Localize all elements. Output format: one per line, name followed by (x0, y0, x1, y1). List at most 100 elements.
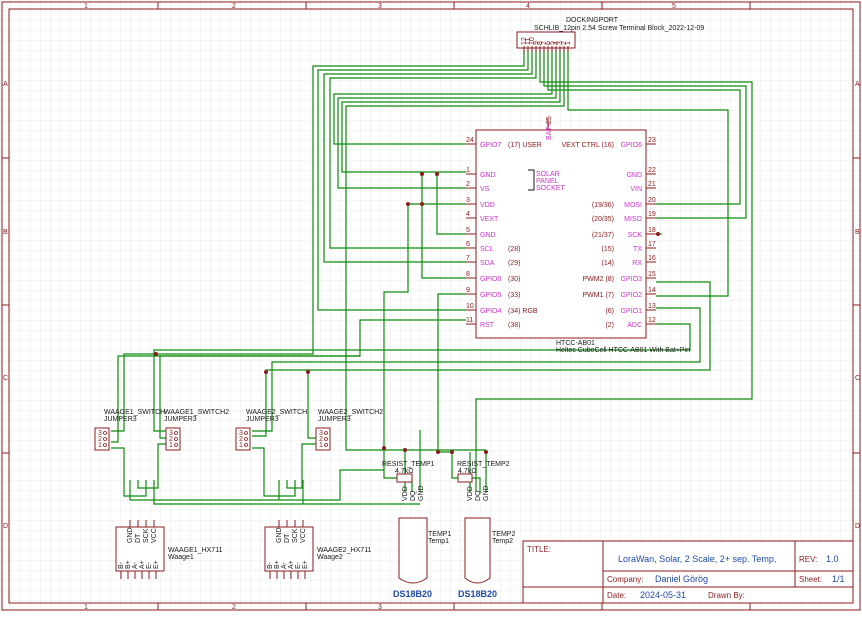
hx711-top-pin-label: SCK (143, 528, 150, 543)
hx711-top-pin-label: VCC (151, 528, 158, 543)
mcu-left-pin-function: (30) (508, 276, 520, 283)
mcu-left-pin-name: GPIO4 (480, 308, 502, 315)
switch-pin-contact (324, 437, 328, 441)
solar-note-line-3: SOCKET (536, 185, 566, 192)
switch-value: JUMPER3 (318, 416, 351, 423)
hx711-value: Waage2 (317, 554, 343, 561)
hx711-top-pin-label: SCK (292, 528, 299, 543)
mcu-left-pin-function: (17) USER (508, 142, 542, 149)
mcu-right-pin-name: TX (633, 246, 642, 253)
mcu-left-pin-name: GND (480, 172, 496, 179)
resistor-temp2-name: RESIST_TEMP2 (457, 461, 510, 468)
switch-pin-number: 2 (239, 436, 243, 443)
switch-name: WAAGE1_SWITCH2 (164, 409, 229, 416)
resistor-temp1[interactable]: RESIST_TEMP1 4.7kΩ (382, 461, 435, 483)
sensor-temp2[interactable]: VDD DQ GND TEMP2 Temp2 DS18B20 (458, 485, 515, 599)
mcu-left-pin-number: 5 (466, 227, 470, 234)
hx711-top-pin-label: DT (284, 533, 291, 543)
mcu-left-pin-name: RST (480, 322, 495, 329)
solar-bracket (528, 169, 535, 191)
mcu-right-pin-name: RX (632, 260, 642, 267)
docking-port-pin-number: 2 (561, 41, 568, 45)
switch-pin-number: 1 (239, 442, 243, 449)
sensor2-pin-gnd: GND (483, 485, 490, 501)
revision-label: REV: (799, 555, 817, 564)
sensor2-part: DS18B20 (458, 589, 497, 599)
column-label-1-bottom: 1 (84, 604, 88, 611)
sheet-value: 1/1 (832, 574, 845, 584)
resistor-temp1-value: 4.7kΩ (395, 468, 413, 475)
switch-pin-number: 3 (169, 430, 173, 437)
mcu-right-pin-function: (6) (605, 308, 614, 315)
hx711-top-pin-label: VCC (300, 528, 307, 543)
mcu-right-pin-number: 22 (648, 167, 656, 174)
hx711-top-pin-label: GND (127, 527, 134, 543)
mcu-right-pin-function: PWM2 (8) (583, 276, 615, 283)
mcu-designator: HTCC-AB01 (556, 340, 595, 347)
switch-pin-contact (174, 437, 178, 441)
switch-pin-contact (244, 431, 248, 435)
column-label-2-bottom: 2 (232, 604, 236, 611)
junction-dots (154, 172, 660, 454)
mcu-left-pin-number: 7 (466, 255, 470, 262)
resistor-temp2-value: 4.7kΩ (458, 468, 476, 475)
mcu-right-pin-number: 14 (648, 287, 656, 294)
row-label-c: C (3, 375, 8, 382)
column-label-1: 1 (84, 3, 88, 10)
mcu-right-pin-name: GND (626, 172, 642, 179)
sensor1-name: TEMP1 (428, 531, 451, 538)
mcu-right-pin-number: 19 (648, 211, 656, 218)
docking-port-value: SCHLIB_12pin 2.54 Screw Terminal Block_2… (534, 25, 704, 32)
switch-value: JUMPER3 (104, 416, 137, 423)
mcu-right-pin-function: (14) (602, 260, 614, 267)
row-label-b-right: B (855, 229, 860, 236)
mcu-description: Heltec CubeCell HTCC-AB01 With Bat+Pin (556, 347, 690, 354)
sheet-label: Sheet: (799, 575, 822, 584)
docking-port-pin-number: 5 (549, 41, 556, 45)
sensor-temp1[interactable]: VDD DQ GND TEMP1 Temp1 DS18B20 (393, 485, 451, 599)
switch-pin-number: 3 (239, 430, 243, 437)
mcu-left-pin-function: (33) (508, 292, 520, 299)
switch-pin-contact (324, 443, 328, 447)
solar-note-line-2: PANEL (536, 178, 559, 185)
solar-note-line-1: SOLAR (536, 171, 560, 178)
jumper-switches: 321WAAGE1_SWITCHJUMPER3321WAAGE1_SWITCH2… (94, 409, 383, 451)
sensor2-name: TEMP2 (492, 531, 515, 538)
mcu-right-pin-number: 18 (648, 227, 656, 234)
switch-name: WAAGE1_SWITCH (104, 409, 165, 416)
sensor2-value: Temp2 (492, 538, 513, 545)
mcu-right-pin-name: ADC (627, 322, 642, 329)
mcu-right-pin-function: (19/36) (592, 202, 614, 209)
docking-port-pin-number: 11 (525, 38, 532, 45)
mcu-right-pin-function: PWM1 (7) (583, 292, 615, 299)
resistor-temp2[interactable]: RESIST_TEMP2 4.7kΩ (457, 461, 510, 483)
mcu-right-pin-name: GPIO6 (621, 142, 643, 149)
hx711-bottom-pin-label: A- (132, 561, 139, 569)
column-label-5: 5 (672, 3, 676, 10)
hx711-bottom-pin-label: B- (267, 561, 274, 569)
switch-value: JUMPER3 (246, 416, 279, 423)
mcu-left-pin-number: 4 (466, 211, 470, 218)
switch-pin-contact (174, 431, 178, 435)
docking-port-pin-number: 3 (557, 41, 564, 45)
sensor2-pin-vdd: VDD (467, 486, 474, 501)
sensor1-pin-vdd: VDD (402, 486, 409, 501)
mcu-right-pin-function: (21/37) (592, 232, 614, 239)
row-label-d: D (3, 523, 8, 530)
drawing-title: LoraWan, Solar, 2 Scale, 2+ sep. Temp, (618, 554, 776, 564)
switch-pin-contact (244, 443, 248, 447)
hx711-bottom-pin-label: E+ (153, 560, 160, 569)
hx711-bottom-pin-label: E- (146, 561, 153, 569)
hx711-bottom-pin-label: B+ (125, 560, 132, 569)
